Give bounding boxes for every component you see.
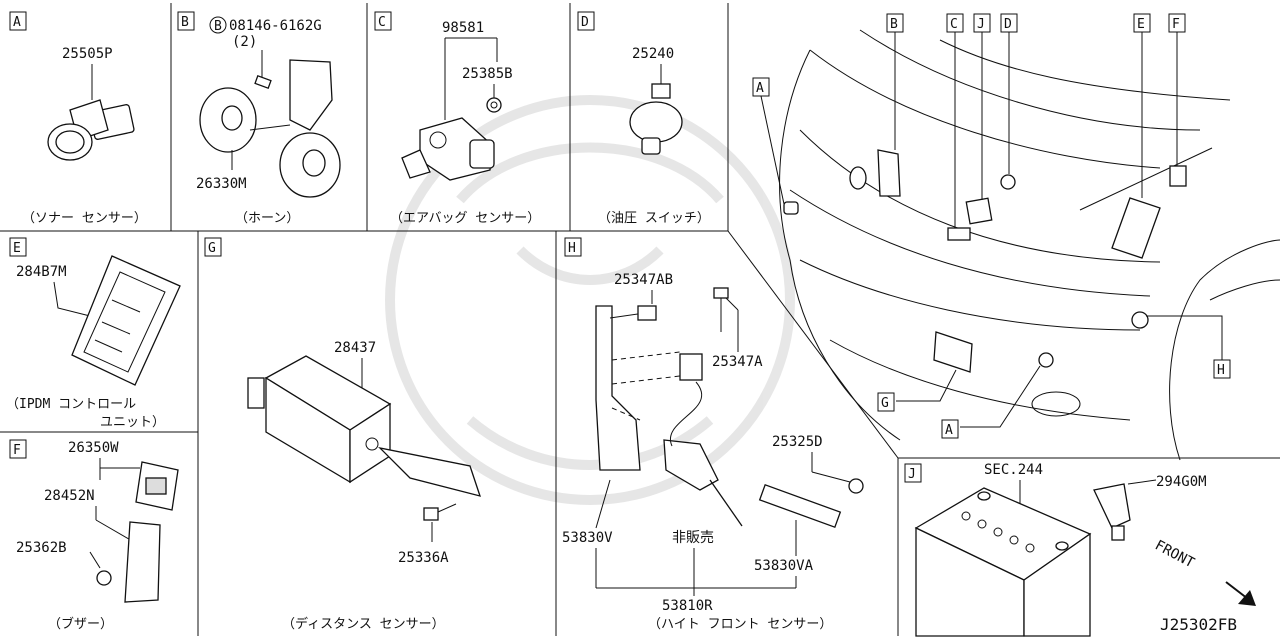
front-direction-label: FRONT (1152, 537, 1197, 571)
part-number-25505p: 25505P (62, 46, 113, 62)
part-number-28437: 28437 (334, 340, 376, 356)
panel-d: 25240 （油圧 スイッチ） (598, 46, 710, 226)
part-number-53830va: 53830VA (754, 558, 814, 574)
part-number-26330m: 26330M (196, 176, 247, 192)
caption-ipdm-line-1: （IPDM コントロール (6, 397, 136, 412)
panel-letter-b: B (181, 15, 189, 30)
battery-drawing (914, 483, 1131, 637)
callout-b: B (890, 17, 898, 32)
panel-grid (0, 3, 1280, 636)
vehicle-front-drawing (779, 29, 1280, 461)
part-number-25362b: 25362B (16, 540, 67, 556)
part-number-28452n: 28452N (44, 488, 95, 504)
panel-c: 98581 25385B （エアバッグ センサー） (390, 20, 540, 226)
caption-distance-sensor: （ディスタンス センサー） (282, 616, 445, 632)
part-number-25336a: 25336A (398, 550, 449, 566)
panel-j: SEC.244 294G0M FRONT J25302FB (914, 462, 1256, 637)
oil-pressure-switch-drawing (629, 83, 683, 155)
panel-g: 28437 25336A （ディスタンス センサー） (247, 340, 481, 632)
part-number-53830v: 53830V (562, 530, 613, 546)
part-number-25325d: 25325D (772, 434, 823, 450)
part-number-25347a: 25347A (712, 354, 763, 370)
watermark-emblem (385, 95, 795, 505)
panel-letter-j: J (908, 467, 916, 482)
ipdm-unit-drawing (71, 255, 181, 386)
panel-a: 25505P （ソナー センサー） (22, 46, 147, 226)
panel-letter-e: E (13, 241, 21, 256)
callout-f: F (1172, 17, 1180, 32)
panel-letter-d: D (581, 15, 589, 30)
callout-c: C (950, 17, 958, 32)
part-number-25240: 25240 (632, 46, 674, 62)
sonar-sensor-drawing (47, 99, 135, 161)
caption-sonar-sensor: （ソナー センサー） (22, 211, 147, 226)
caption-buzzer: （ブザー） (48, 616, 113, 632)
part-quantity-2: (2) (232, 34, 257, 50)
caption-airbag-sensor: （エアバッグ センサー） (390, 211, 540, 226)
section-reference-sec-244: SEC.244 (984, 462, 1043, 478)
caption-ipdm-line-2: ユニット） (100, 415, 165, 430)
panel-h: 25347AB 25347A 25325D 53830V 非販売 53830VA (562, 272, 864, 632)
caption-oil-pressure-switch: （油圧 スイッチ） (598, 211, 710, 226)
part-number-98581: 98581 (442, 20, 484, 36)
panel-letter-g: G (208, 241, 216, 256)
part-number-284b7m: 284B7M (16, 264, 67, 280)
panel-letter-f: F (13, 443, 21, 458)
callout-j: J (977, 17, 985, 32)
part-not-for-sale: 非販売 (672, 530, 714, 546)
part-number-26350w: 26350W (68, 440, 119, 456)
callout-a-upper: A (756, 81, 764, 96)
bolt-prefix-b: B (214, 19, 222, 34)
callout-g: G (881, 396, 889, 411)
part-number-25385b: 25385B (462, 66, 513, 82)
airbag-sensor-drawing (401, 97, 502, 181)
part-number-25347ab: 25347AB (614, 272, 673, 288)
panel-letter-a: A (13, 15, 21, 30)
callout-d: D (1004, 17, 1012, 32)
buzzer-drawing (96, 461, 179, 603)
callout-e: E (1137, 17, 1145, 32)
height-sensor-drawing (595, 287, 864, 529)
caption-horn: （ホーン） (235, 211, 299, 226)
caption-height-front-sensor: （ハイト フロント センサー） (648, 617, 832, 632)
panel-f: 26350W 28452N 25362B （ブザー） (16, 440, 179, 632)
callout-a-lower: A (945, 423, 953, 438)
panel-letter-h: H (568, 241, 576, 256)
panel-e: 284B7M （IPDM コントロール ユニット） (6, 255, 181, 430)
part-number-08146-6162g: 08146-6162G (229, 18, 322, 34)
distance-sensor-drawing (247, 355, 481, 497)
vehicle-overview: B C J D E F A G A H (752, 13, 1280, 461)
panel-b: B 08146-6162G (2) 26330M （ホーン） (196, 16, 341, 226)
vehicle-parts-drawing (783, 149, 1187, 373)
diagram-id: J25302FB (1160, 615, 1237, 634)
panel-letter-boxes (9, 11, 922, 483)
panel-letter-c: C (378, 15, 386, 30)
callout-h: H (1217, 363, 1225, 378)
bolt-drawing (423, 503, 457, 521)
part-number-294g0m: 294G0M (1156, 474, 1207, 490)
horn-drawing (199, 59, 341, 198)
part-number-53810r: 53810R (662, 598, 713, 614)
front-direction-arrow-icon (1225, 581, 1256, 606)
